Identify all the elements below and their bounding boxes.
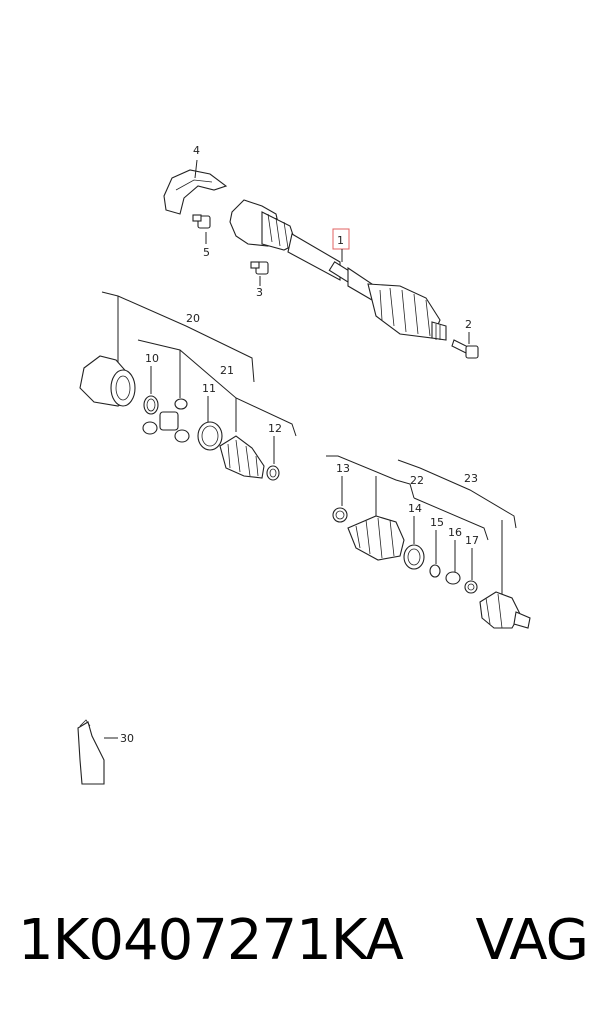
callout-3[interactable]: 3 [256,286,263,299]
callout-16[interactable]: 16 [448,526,462,539]
part-17-circlip[interactable] [464,580,478,594]
part-11-clamp[interactable] [197,421,223,451]
callout-17[interactable]: 17 [465,534,479,547]
callout-20[interactable]: 20 [186,312,200,325]
callout-13[interactable]: 13 [336,462,350,475]
callout-1[interactable]: 1 [337,234,344,247]
part-5-bolt[interactable] [192,214,211,229]
part-23-outer-cv-joint[interactable] [479,591,531,629]
callout-1-highlight [332,228,350,250]
callout-11[interactable]: 11 [202,382,216,395]
callout-12[interactable]: 12 [268,422,282,435]
callout-5[interactable]: 5 [203,246,210,259]
part-4-heat-shield[interactable] [163,169,228,215]
callout-22[interactable]: 22 [410,474,424,487]
callout-10[interactable]: 10 [145,352,159,365]
brand-label: VAG [475,907,589,973]
part-20-inner-joint-housing[interactable] [79,355,136,407]
part-16-spacer[interactable] [445,571,461,585]
part-12-clamp[interactable] [266,465,280,481]
inner-boot[interactable] [219,435,265,479]
part-15-ring[interactable] [429,564,441,578]
part-10-circlip[interactable] [143,395,159,415]
part-number-label: 1K0407271KA [18,907,404,973]
callout-2[interactable]: 2 [465,318,472,331]
bracket-22-outer [326,455,415,499]
callout-21[interactable]: 21 [220,364,234,377]
callout-30[interactable]: 30 [120,732,134,745]
part-2-bolt[interactable] [451,339,479,359]
part-13-clamp[interactable] [332,507,348,523]
exploded-parts-diagram: 1 2 3 4 5 10 11 12 13 14 15 16 17 20 21 … [77,144,531,785]
part-21-tripod-joint[interactable] [142,398,190,443]
part-30-grease-tube[interactable] [77,719,105,785]
bracket-20 [101,291,255,383]
callout-23[interactable]: 23 [464,472,478,485]
callout-14[interactable]: 14 [408,502,422,515]
bracket-23 [397,459,517,529]
callout-4[interactable]: 4 [193,144,200,157]
part-3-bolt[interactable] [250,261,269,275]
callout-15[interactable]: 15 [430,516,444,529]
outer-boot[interactable] [347,515,405,561]
caption-bar: 1K0407271KA VAG [18,900,589,980]
part-1-drive-shaft[interactable] [229,199,447,341]
part-14-clamp[interactable] [403,544,425,570]
bracket-22 [413,497,489,541]
leader-4 [194,159,198,179]
